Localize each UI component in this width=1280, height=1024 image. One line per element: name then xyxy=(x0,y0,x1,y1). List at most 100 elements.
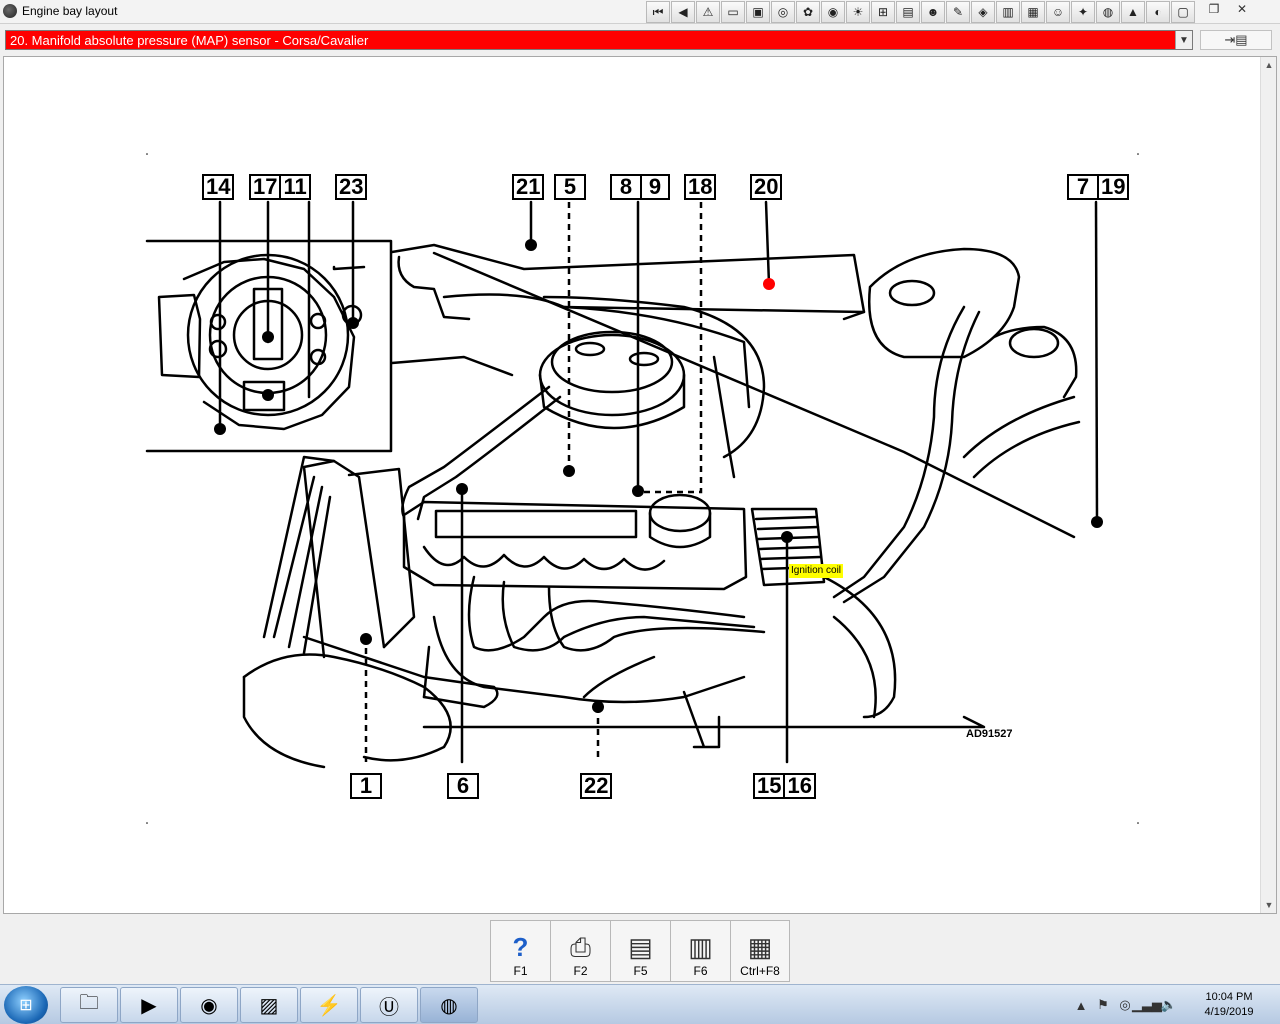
play-icon: ▶ xyxy=(141,994,157,1017)
page-icon: ▤ xyxy=(628,932,653,962)
tool-13-button[interactable]: ☺ xyxy=(1046,1,1070,23)
fkey-f1-button[interactable]: ?F1 xyxy=(490,920,550,982)
callout-6[interactable]: 6 xyxy=(447,773,479,799)
ignition-coil-tooltip: Ignition coil xyxy=(789,564,844,578)
taskbar-apps: 🗀 ▶ ◉ ▨ ⚡ Ⓤ ◍ xyxy=(60,987,478,1023)
tool-14-button[interactable]: ✦ xyxy=(1071,1,1095,23)
previous-icon: ◀ xyxy=(678,5,688,19)
topic-bar: 20. Manifold absolute pressure (MAP) sen… xyxy=(0,27,1280,53)
chevron-down-icon[interactable]: ▼ xyxy=(1175,31,1192,49)
engine-drawing xyxy=(145,153,1139,824)
tool-17-button[interactable]: ◐ xyxy=(1146,1,1170,23)
warning-button[interactable]: ⚠ xyxy=(696,1,720,23)
taskbar-utorrent[interactable]: Ⓤ xyxy=(360,987,418,1023)
network-icon[interactable]: ▁▃▅ xyxy=(1132,997,1162,1012)
tool-3-button[interactable]: ✿ xyxy=(796,1,820,23)
clock-time: 10:04 PM xyxy=(1205,991,1253,1003)
volume-icon[interactable]: 🔈 xyxy=(1160,997,1178,1012)
scroll-up-icon[interactable]: ▲ xyxy=(1264,60,1274,70)
utorrent-icon: Ⓤ xyxy=(379,996,399,1019)
taskbar-media-player[interactable]: ▶ xyxy=(120,987,178,1023)
taskbar-active-app[interactable]: ◍ xyxy=(420,987,478,1023)
callout-1[interactable]: 1 xyxy=(350,773,382,799)
callout-20[interactable]: 20 xyxy=(750,174,783,200)
callout-21[interactable]: 21 xyxy=(512,174,545,200)
title-bar: Engine bay layout ⏮◀⚠▭▣◎✿◉☀⊞▤☻✎◈▥▦☺✦◍▲◐▢… xyxy=(0,0,1280,24)
flag-icon[interactable]: ⚑ xyxy=(1097,997,1109,1012)
tool-10-button[interactable]: ◈ xyxy=(971,1,995,23)
tool-5-icon: ☀ xyxy=(852,5,864,19)
tool-13-icon: ☺ xyxy=(1051,5,1065,19)
tool-5-button[interactable]: ☀ xyxy=(846,1,870,23)
fkey-f5-button[interactable]: ▤ F5 xyxy=(610,920,670,982)
topic-dropdown[interactable]: 20. Manifold absolute pressure (MAP) sen… xyxy=(5,30,1193,50)
callout-number: 22 xyxy=(584,773,609,798)
callout-number: 20 xyxy=(754,174,779,199)
tool-10-icon: ◈ xyxy=(978,5,988,19)
restore-icon[interactable]: ❐ xyxy=(1208,2,1220,16)
goto-topic-icon: ⇥▤ xyxy=(1224,32,1248,47)
clock[interactable]: 10:04 PM 4/19/2019 xyxy=(1184,990,1274,1020)
tool-7-button[interactable]: ▤ xyxy=(896,1,920,23)
callout-number: 14 xyxy=(206,174,231,199)
callout-number: 7 xyxy=(1076,174,1090,199)
start-button[interactable]: ⊞ xyxy=(4,986,48,1024)
taskbar-explorer[interactable]: 🗀 xyxy=(60,987,118,1023)
callout-number: 11 xyxy=(279,174,308,199)
tray-app-icon[interactable]: ◎ xyxy=(1119,997,1131,1012)
tool-4-button[interactable]: ◉ xyxy=(821,1,845,23)
tool-9-icon: ✎ xyxy=(952,5,964,19)
tool-18-button[interactable]: ▢ xyxy=(1171,1,1195,23)
callout-5[interactable]: 5 xyxy=(554,174,586,200)
callout-23[interactable]: 23 xyxy=(335,174,368,200)
callout-18[interactable]: 18 xyxy=(684,174,717,200)
scroll-down-icon[interactable]: ▼ xyxy=(1264,900,1274,910)
show-hidden-icons-icon[interactable]: ▲ xyxy=(1074,997,1088,1013)
fkey-label: F6 xyxy=(693,964,708,978)
tool-12-button[interactable]: ▦ xyxy=(1021,1,1045,23)
chrome-icon: ◉ xyxy=(200,994,218,1017)
tool-8-button[interactable]: ☻ xyxy=(921,1,945,23)
callout-22[interactable]: 22 xyxy=(580,773,613,799)
blank-button[interactable]: ▭ xyxy=(721,1,745,23)
tool-16-button[interactable]: ▲ xyxy=(1121,1,1145,23)
tool-2-icon: ◎ xyxy=(777,5,789,19)
tool-2-button[interactable]: ◎ xyxy=(771,1,795,23)
tool-11-button[interactable]: ▥ xyxy=(996,1,1020,23)
help-icon: ? xyxy=(512,932,529,962)
callout-number: 23 xyxy=(339,174,364,199)
close-icon[interactable]: ✕ xyxy=(1236,2,1248,16)
taskbar-app-tool[interactable]: ⚡ xyxy=(300,987,358,1023)
blank-icon: ▭ xyxy=(727,5,739,19)
taskbar-chrome[interactable]: ◉ xyxy=(180,987,238,1023)
tool-6-button[interactable]: ⊞ xyxy=(871,1,895,23)
toolbar: ⏮ ◀ ⚠ ▭ ▣ ◎ ✿◉ ☀ ⊞▤☻ ✎ ◈ ▥▦ ☺ ✦◍ ▲ ◐▢ xyxy=(646,1,1195,23)
callout-14[interactable]: 14 xyxy=(202,174,235,200)
previous-button[interactable]: ◀ xyxy=(671,1,695,23)
first-page-button[interactable]: ⏮ xyxy=(646,1,670,23)
goto-topic-button[interactable]: ⇥▤ xyxy=(1200,30,1272,50)
callout-number: 17 xyxy=(253,174,278,199)
taskbar-app-chart[interactable]: ▨ xyxy=(240,987,298,1023)
callout-number: 21 xyxy=(516,174,541,199)
fkey-label: F2 xyxy=(573,964,588,978)
callout-number: 9 xyxy=(640,174,668,199)
tool-16-icon: ▲ xyxy=(1127,5,1139,19)
fkey-label: F5 xyxy=(633,964,648,978)
fkey-f2-button[interactable]: ⎙F2 xyxy=(550,920,610,982)
tool-15-button[interactable]: ◍ xyxy=(1096,1,1120,23)
callout-number: 1 xyxy=(359,773,373,798)
vertical-scrollbar[interactable]: ▲ ▼ xyxy=(1260,57,1276,913)
app-icon xyxy=(3,4,17,18)
fkey-f6-button[interactable]: ▥F6 xyxy=(670,920,730,982)
map-sensor-hotspot[interactable] xyxy=(763,278,775,290)
tool-9-button[interactable]: ✎ xyxy=(946,1,970,23)
fkey-ctrl-f8-button[interactable]: ▦Ctrl+F8 xyxy=(730,920,790,982)
tool-1-button[interactable]: ▣ xyxy=(746,1,770,23)
